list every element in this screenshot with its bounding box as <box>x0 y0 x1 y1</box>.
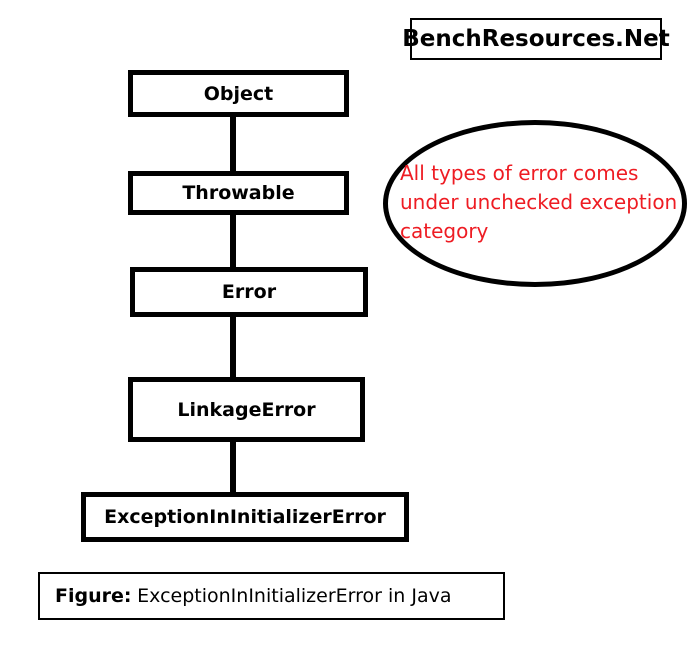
figure-caption-text: ExceptionInInitializerError in Java <box>137 585 452 607</box>
connector-throwable-error <box>230 212 236 270</box>
annotation-line-1: All types of error comes <box>400 161 639 185</box>
connector-linkageerror-exceptionininitializererror <box>230 439 236 495</box>
annotation-line-3: category <box>400 219 489 243</box>
node-object-label: Object <box>203 82 274 105</box>
node-linkageerror-label: LinkageError <box>177 398 316 421</box>
node-exceptionininitializererror-label: ExceptionInInitializerError <box>104 506 386 528</box>
figure-caption: Figure: ExceptionInInitializerError in J… <box>38 572 505 620</box>
node-error: Error <box>130 267 368 317</box>
connector-object-throwable <box>230 114 236 174</box>
figure-caption-prefix: Figure: <box>55 585 132 607</box>
node-error-label: Error <box>221 281 277 303</box>
annotation-text: All types of error comes under unchecked… <box>400 159 690 246</box>
annotation-line-2: under unchecked exception <box>400 190 678 214</box>
node-object: Object <box>128 70 349 117</box>
connector-error-linkageerror <box>230 314 236 380</box>
node-throwable: Throwable <box>128 171 349 215</box>
annotation-ellipse <box>383 120 687 287</box>
brand-box: BenchResources.Net <box>402 18 670 60</box>
node-exceptionininitializererror: ExceptionInInitializerError <box>81 492 409 542</box>
node-throwable-label: Throwable <box>182 182 295 204</box>
brand-label: BenchResources.Net <box>402 26 670 52</box>
node-linkageerror: LinkageError <box>128 377 365 442</box>
